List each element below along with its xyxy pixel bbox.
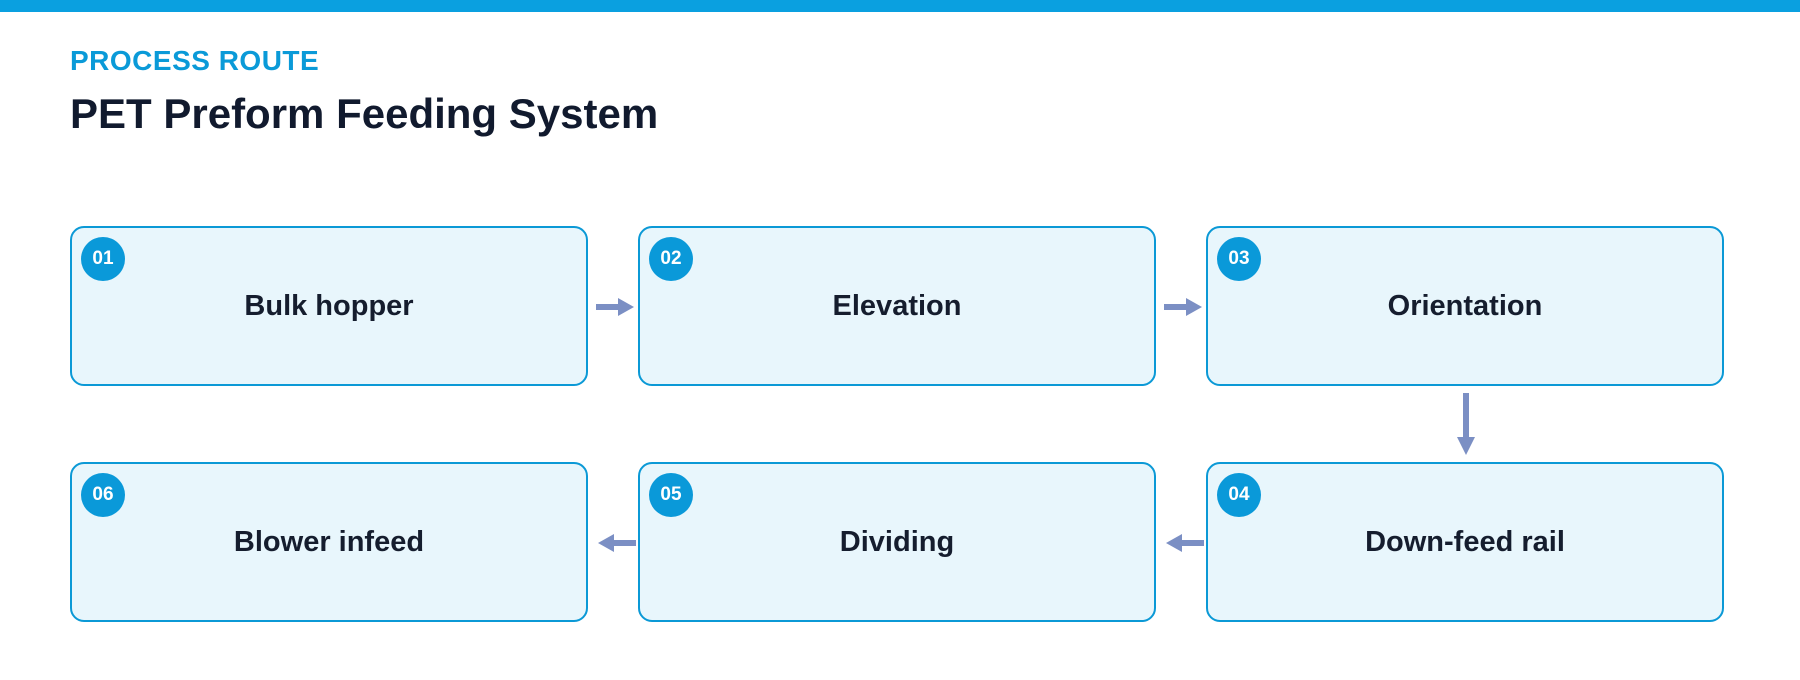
arrow-left-icon	[598, 534, 636, 552]
arrow-left-icon	[1166, 534, 1204, 552]
step-number-badge: 06	[81, 473, 125, 517]
step-card-05: 05 Dividing	[638, 462, 1156, 622]
arrow-right-icon	[1164, 298, 1202, 316]
step-label: Bulk hopper	[244, 289, 414, 322]
step-number-badge: 02	[649, 237, 693, 281]
page-title: PET Preform Feeding System	[70, 90, 659, 137]
step-label: Orientation	[1387, 289, 1543, 322]
step-card-03: 03 Orientation	[1206, 226, 1724, 386]
section-eyebrow: PROCESS ROUTE	[70, 45, 320, 76]
step-card-04: 04 Down-feed rail	[1206, 462, 1724, 622]
arrow-right-icon	[596, 298, 634, 316]
step-card-02: 02 Elevation	[638, 226, 1156, 386]
step-label: Dividing	[839, 525, 955, 558]
step-number-badge: 04	[1217, 473, 1261, 517]
top-accent-bar	[0, 0, 1800, 12]
step-card-06: 06 Blower infeed	[70, 462, 588, 622]
arrow-down-icon	[1457, 393, 1475, 455]
step-card-01: 01 Bulk hopper	[70, 226, 588, 386]
step-number-badge: 01	[81, 237, 125, 281]
step-number-badge: 05	[649, 473, 693, 517]
step-number-badge: 03	[1217, 237, 1261, 281]
step-label: Down-feed rail	[1365, 525, 1565, 558]
step-label: Elevation	[832, 289, 962, 322]
step-label: Blower infeed	[233, 525, 425, 558]
